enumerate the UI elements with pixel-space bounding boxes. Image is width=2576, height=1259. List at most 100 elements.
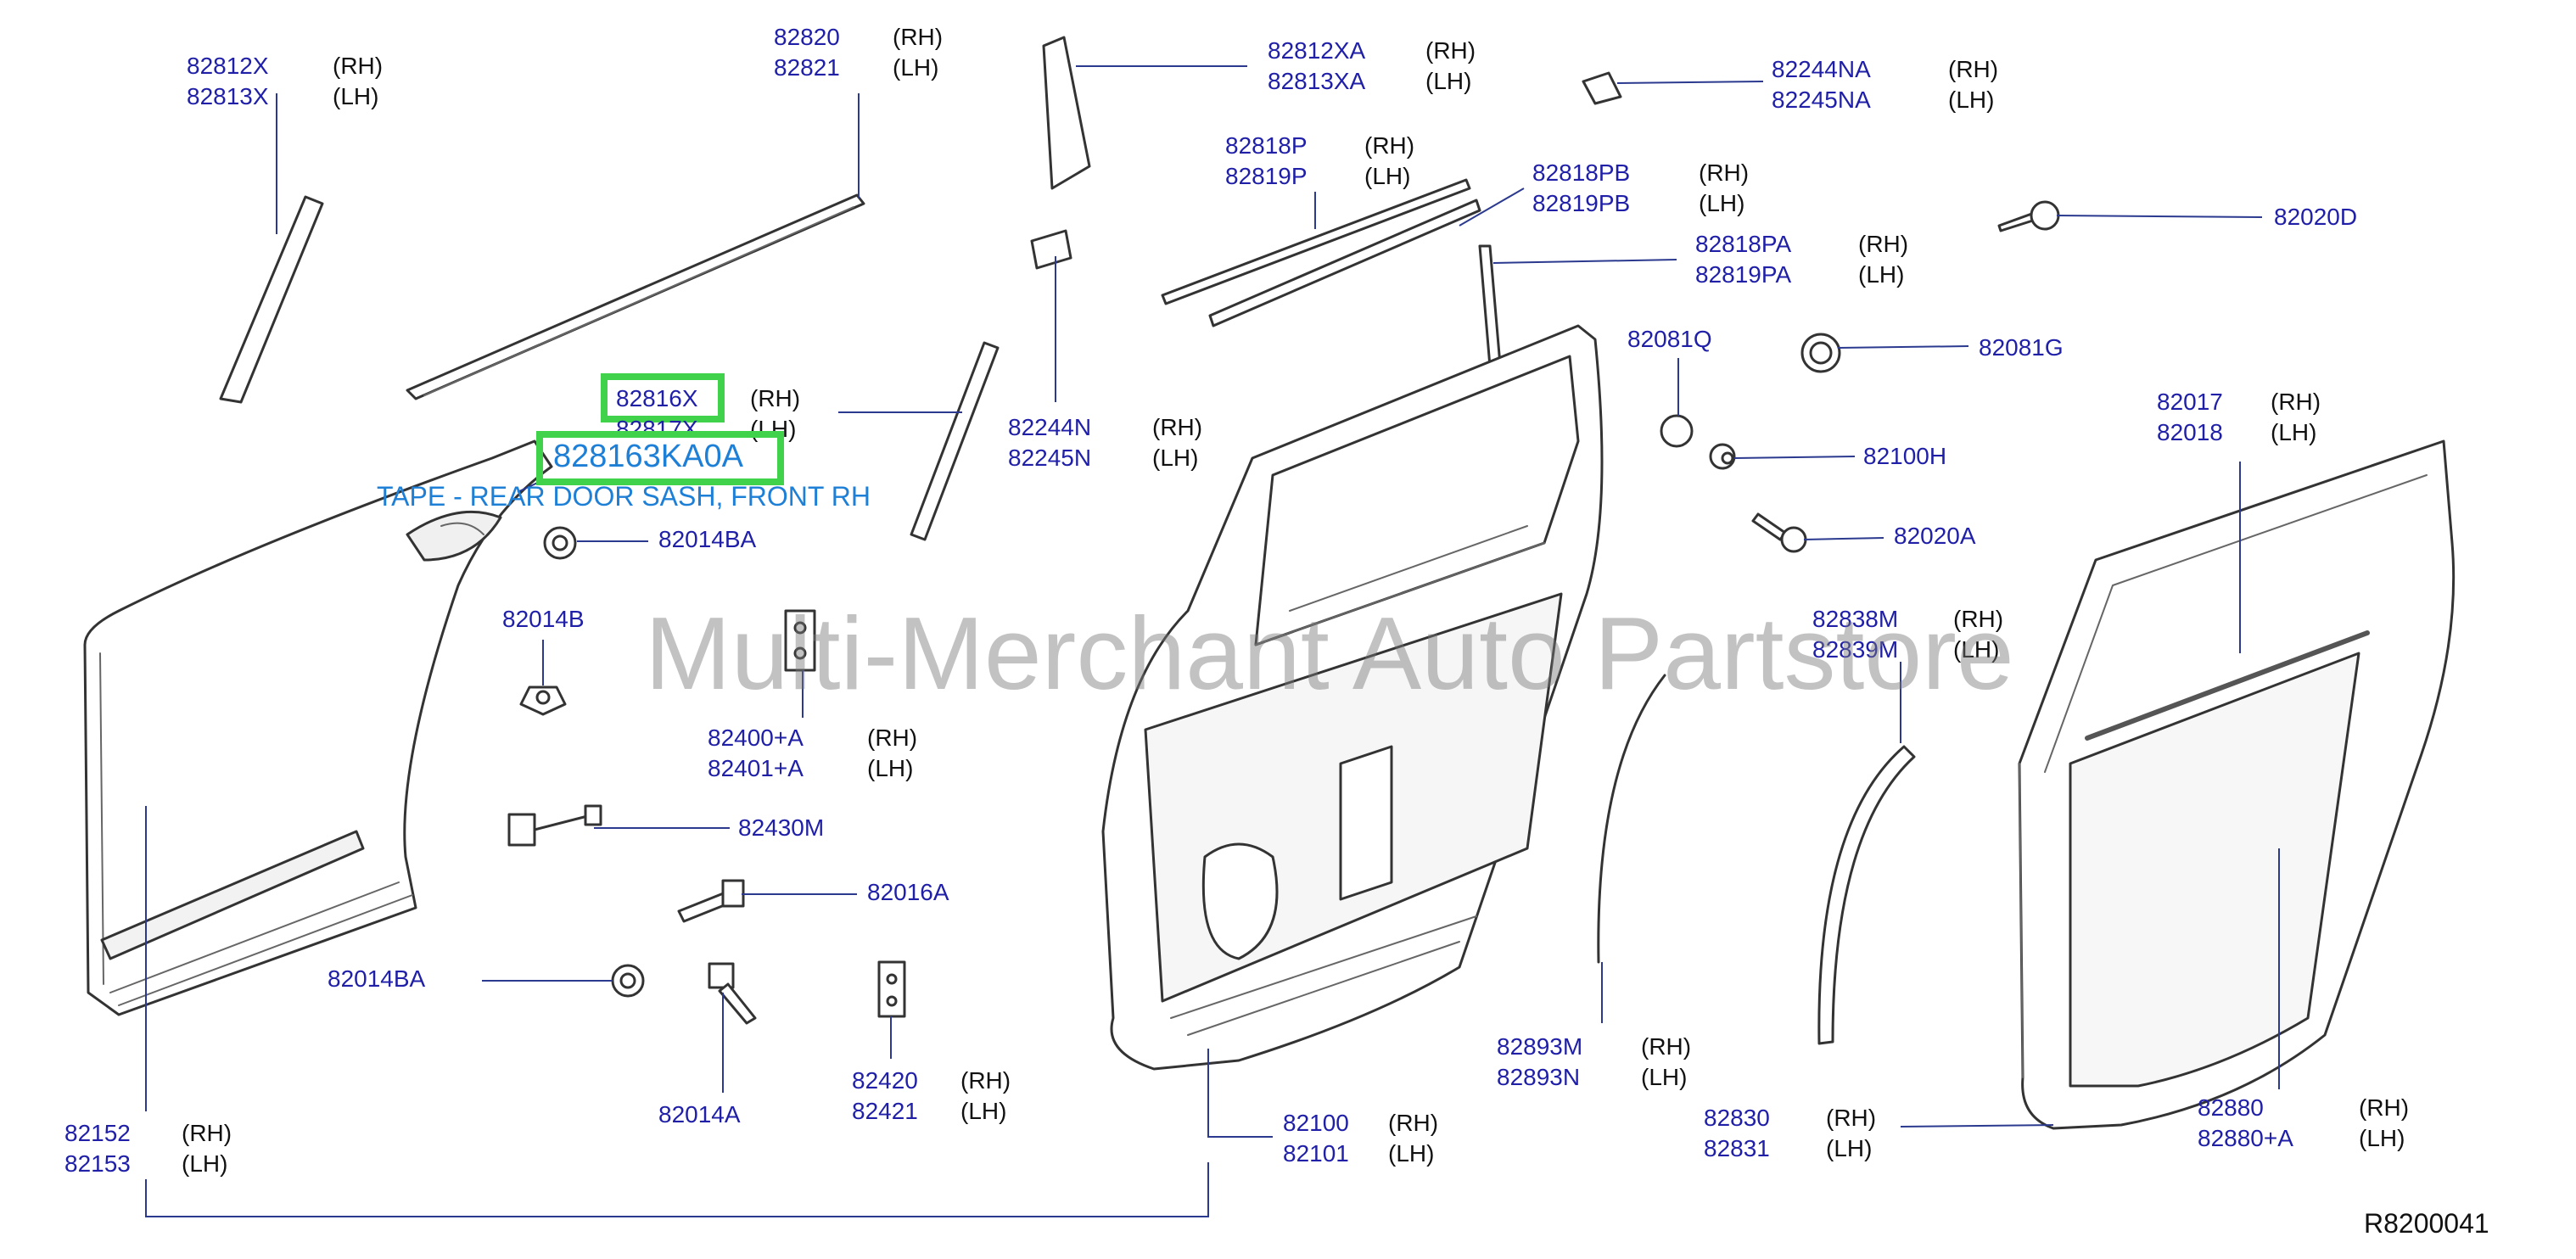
side-label-lh: (LH): [893, 54, 939, 81]
part-number-82244na[interactable]: 82244NA: [1772, 56, 1871, 82]
part-number-82818pb[interactable]: 82818PB: [1532, 159, 1631, 186]
part-number-82818p[interactable]: 82818P: [1225, 132, 1308, 159]
side-label-lh: (LH): [1388, 1140, 1435, 1167]
side-label-rh: (RH): [1641, 1033, 1692, 1060]
part-number-82819pa[interactable]: 82819PA: [1695, 261, 1792, 288]
weatherstrip-82838M: [1817, 745, 1916, 1045]
part-number-82421[interactable]: 82421: [852, 1098, 918, 1124]
part-number-82821[interactable]: 82821: [774, 54, 840, 81]
part-number-82813xa[interactable]: 82813XA: [1268, 68, 1366, 94]
highlight-pn-82816X[interactable]: 82816X: [616, 385, 698, 411]
side-label-rh: (RH): [1826, 1105, 1877, 1131]
part-number-82831[interactable]: 82831: [1704, 1135, 1770, 1161]
side-label-rh: (RH): [1948, 56, 1999, 82]
rear-door-frame: [1101, 324, 1604, 1071]
part-number-82819p[interactable]: 82819P: [1225, 163, 1308, 189]
part-number-82017[interactable]: 82017: [2157, 389, 2223, 415]
grommet-82014B: [519, 685, 567, 716]
part-number-82020d[interactable]: 82020D: [2274, 204, 2358, 230]
part-number-82813x[interactable]: 82813X: [187, 83, 269, 109]
side-label-lh: (LH): [333, 83, 379, 109]
part-number-82818pa[interactable]: 82818PA: [1695, 231, 1792, 257]
highlight-side-rh: (RH): [750, 385, 801, 411]
clip-82244NA: [1582, 71, 1622, 105]
sash-tape-82812XA: [1042, 36, 1091, 190]
sash-82816X: [910, 341, 1000, 541]
part-number-82401a[interactable]: 82401+A: [708, 755, 804, 781]
side-label-lh: (LH): [960, 1098, 1007, 1124]
side-label-rh: (RH): [182, 1120, 232, 1146]
part-number-82893n[interactable]: 82893N: [1497, 1064, 1581, 1090]
part-number-82880a[interactable]: 82880+A: [2198, 1125, 2293, 1151]
belt-molding-82820: [406, 193, 865, 400]
side-label-lh: (LH): [182, 1150, 228, 1177]
part-number-82100h[interactable]: 82100H: [1863, 443, 1947, 469]
side-label-lh: (LH): [1953, 636, 2000, 663]
part-number-82812xa[interactable]: 82812XA: [1268, 37, 1366, 64]
part-number-82020a[interactable]: 82020A: [1894, 523, 1976, 549]
selected-part-number[interactable]: 828163KA0A: [553, 439, 743, 474]
part-number-82838m[interactable]: 82838M: [1812, 606, 1899, 632]
part-number-82819pb[interactable]: 82819PB: [1532, 190, 1631, 216]
diagram-code: R8200041: [2364, 1208, 2489, 1239]
side-label-rh: (RH): [1388, 1110, 1439, 1136]
part-number-82820[interactable]: 82820: [774, 24, 840, 50]
part-number-82101[interactable]: 82101: [1283, 1140, 1349, 1167]
part-number-82014b[interactable]: 82014B: [502, 606, 585, 632]
part-number-82245n[interactable]: 82245N: [1008, 445, 1092, 471]
part-number-82152[interactable]: 82152: [64, 1120, 131, 1146]
part-number-82839m[interactable]: 82839M: [1812, 636, 1899, 663]
side-label-lh: (LH): [1152, 445, 1199, 471]
part-number-82081g[interactable]: 82081G: [1979, 334, 2064, 361]
side-label-rh: (RH): [1152, 414, 1203, 440]
side-label-lh: (LH): [1641, 1064, 1688, 1090]
plug-82081G: [1800, 333, 1841, 373]
grommet-82014BA-bottom: [611, 964, 645, 998]
leader-c7: [2056, 215, 2263, 218]
side-label-lh: (LH): [1425, 68, 1472, 94]
part-number-82014a[interactable]: 82014A: [658, 1101, 741, 1128]
part-number-82420[interactable]: 82420: [852, 1067, 918, 1094]
leader-c27: [1900, 1124, 2054, 1128]
side-label-lh: (LH): [1699, 190, 1745, 216]
bolt-82020A: [1751, 512, 1807, 553]
side-label-lh: (LH): [1948, 87, 1995, 113]
part-number-82244n[interactable]: 82244N: [1008, 414, 1092, 440]
highlight-box-82816X[interactable]: [601, 373, 725, 422]
side-label-rh: (RH): [1364, 132, 1415, 159]
highlight-box-selected[interactable]: [536, 431, 784, 485]
rear-door-weatherstrip: [2018, 439, 2456, 1130]
leader-c26: [1207, 1049, 1273, 1138]
part-number-82018[interactable]: 82018: [2157, 419, 2223, 445]
part-number-82014ba[interactable]: 82014BA: [328, 965, 426, 992]
side-label-rh: (RH): [1858, 231, 1909, 257]
part-number-82430m[interactable]: 82430M: [738, 814, 825, 841]
cap-82100H: [1709, 443, 1736, 470]
part-number-82100[interactable]: 82100: [1283, 1110, 1349, 1136]
clip-82020D: [1997, 200, 2060, 232]
leader-c8: [1492, 259, 1677, 264]
leader-c10: [1837, 345, 1969, 349]
part-number-82400a[interactable]: 82400+A: [708, 725, 804, 751]
side-label-rh: (RH): [960, 1067, 1011, 1094]
leader-c6: [1459, 187, 1525, 227]
part-number-82893m[interactable]: 82893M: [1497, 1033, 1583, 1060]
part-number-82014ba[interactable]: 82014BA: [658, 526, 757, 552]
watermark: Multi-Merchant Auto Partstore: [645, 596, 2014, 711]
part-number-82830[interactable]: 82830: [1704, 1105, 1770, 1131]
sash-tape-82812X: [219, 195, 324, 404]
part-number-82812x[interactable]: 82812X: [187, 53, 269, 79]
leader-c4: [1616, 81, 1764, 84]
selected-part-description: TAPE - REAR DOOR SASH, FRONT RH: [377, 481, 871, 512]
bolt-82014A: [708, 962, 757, 1025]
hinge-82420: [877, 960, 906, 1018]
part-number-82081q[interactable]: 82081Q: [1627, 326, 1712, 352]
front-door-panel: [83, 439, 553, 1016]
part-number-82153[interactable]: 82153: [64, 1150, 131, 1177]
side-label-rh: (RH): [1953, 606, 2004, 632]
part-number-82016a[interactable]: 82016A: [867, 879, 949, 905]
part-number-82245na[interactable]: 82245NA: [1772, 87, 1871, 113]
part-number-82880[interactable]: 82880: [2198, 1094, 2264, 1121]
side-label-lh: (LH): [1858, 261, 1905, 288]
